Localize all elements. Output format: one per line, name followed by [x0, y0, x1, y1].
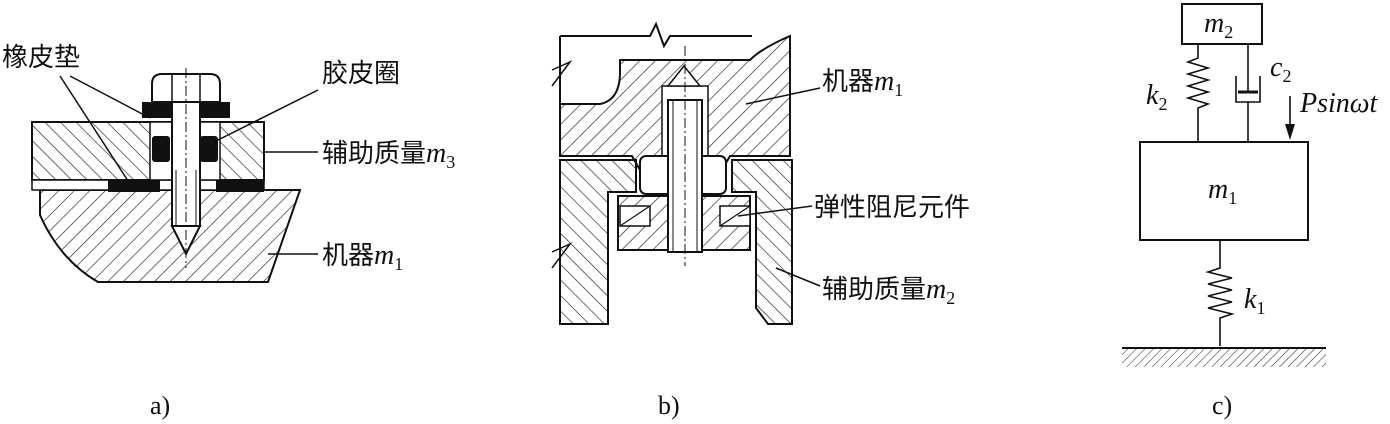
- machine-body-a: [39, 189, 302, 283]
- force-arrow: [1285, 124, 1295, 140]
- force-label: Psinωt: [1299, 88, 1379, 119]
- label-damper-b: 弹性阻尼元件: [814, 193, 970, 223]
- aux-mass-housing-right: [731, 159, 793, 325]
- aux-mass-plate-a: [31, 121, 265, 181]
- rubber-pad-left: [108, 180, 160, 192]
- label-machine-a: 机器m1: [322, 240, 403, 274]
- rubber-ring-left: [152, 136, 170, 162]
- caption-c: c): [1212, 391, 1232, 420]
- leader-aux-mass-b: [775, 267, 821, 287]
- leader-rubber-ring: [213, 89, 319, 143]
- damper-c2-label: c2: [1270, 52, 1291, 86]
- leader-rubber-pad-1: [69, 75, 151, 119]
- rubber-pad-right: [216, 180, 264, 192]
- label-rubber-pad: 橡皮垫: [2, 43, 80, 73]
- caption-b: b): [658, 391, 680, 420]
- spring-k2-label: k2: [1146, 80, 1167, 114]
- rubber-ring-right: [200, 136, 218, 162]
- ground-hatch: [1122, 349, 1326, 367]
- leader-rubber-pad-2: [59, 75, 131, 185]
- spring-k2: [1185, 44, 1211, 142]
- label-machine-b: 机器m1: [822, 66, 903, 100]
- figure-c: m2 k2 c2 Psinωt m1 k1 c): [1122, 3, 1379, 420]
- mass-m2: [1181, 3, 1263, 45]
- mass-m1: [1139, 141, 1309, 241]
- caption-a: a): [150, 391, 170, 420]
- aux-mass-housing-left: [559, 159, 637, 325]
- figure-b: 机器m1 弹性阻尼元件 辅助质量m2 b): [551, 21, 970, 420]
- label-aux-mass-a: 辅助质量m3: [322, 138, 455, 172]
- break-line-top-b: [560, 21, 752, 49]
- mass-m2-label: m2: [1204, 8, 1233, 42]
- label-aux-mass-b: 辅助质量m2: [822, 274, 955, 308]
- leader-damper-b: [737, 205, 813, 217]
- spring-k1: [1205, 240, 1235, 346]
- label-rubber-ring: 胶皮圈: [322, 59, 400, 89]
- leader-machine-b: [745, 87, 821, 105]
- mass-m1-label: m1: [1208, 174, 1237, 208]
- spring-k1-label: k1: [1244, 284, 1265, 318]
- figure-a: 橡皮垫 胶皮圈 辅助质量m3 机器m1 a): [2, 43, 455, 420]
